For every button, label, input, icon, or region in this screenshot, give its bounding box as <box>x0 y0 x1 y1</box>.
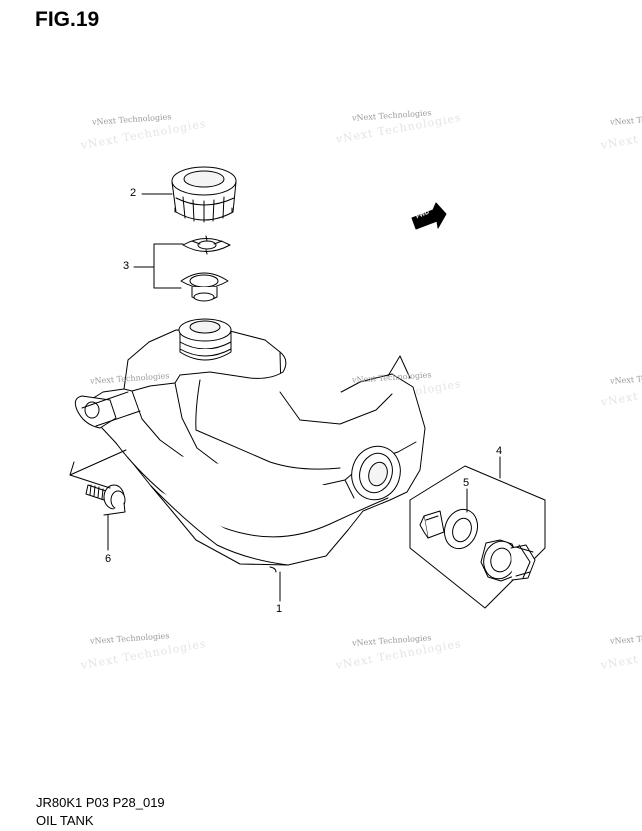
callout-5: 5 <box>463 477 470 489</box>
part-1-oil-tank <box>83 329 426 566</box>
figure-title: FIG.19 <box>35 8 100 31</box>
tank-drain-outlet <box>351 445 401 501</box>
part-small-clip <box>419 510 445 539</box>
part-drain-plug <box>480 539 536 582</box>
leader-lines <box>69 193 501 602</box>
callout-1: 1 <box>276 603 283 615</box>
callout-2: 2 <box>130 187 137 199</box>
part-5-oring <box>443 508 479 550</box>
callout-6: 6 <box>105 553 112 565</box>
fwd-arrow-icon <box>411 202 447 230</box>
figure-code: JR80K1 P03 P28_019 <box>36 795 165 810</box>
part-6-bolt <box>85 484 126 516</box>
tank-filler-neck <box>178 318 232 361</box>
callout-4: 4 <box>496 445 503 457</box>
figure-name: OIL TANK <box>36 813 94 828</box>
callout-3: 3 <box>123 260 130 272</box>
part-3-strainer <box>180 235 231 302</box>
part-2-cap <box>171 166 237 223</box>
part-4-fitting-box <box>409 465 546 609</box>
